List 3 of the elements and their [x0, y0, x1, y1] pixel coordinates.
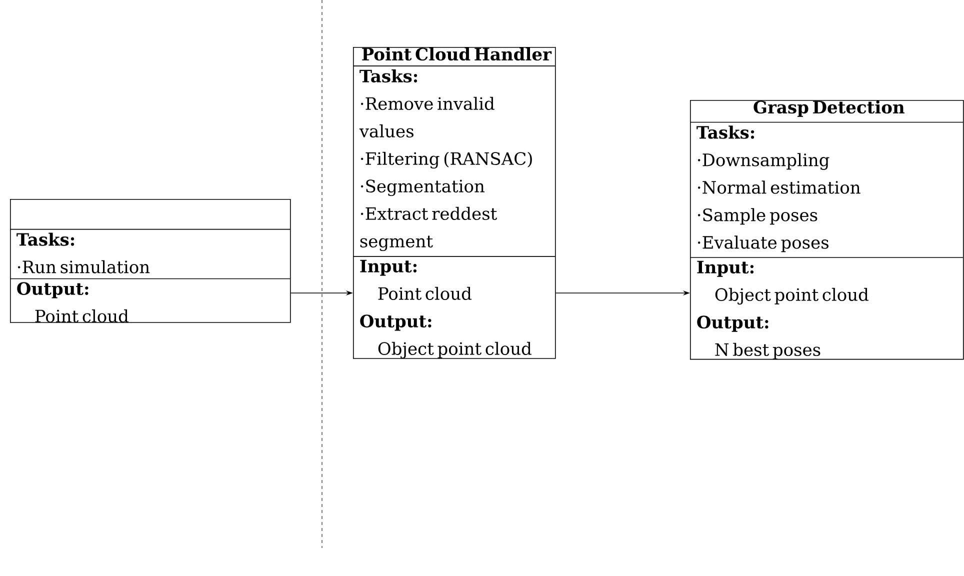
- process-box: Tasks: ·Run simulation Output: Point cloud: [10, 199, 291, 323]
- process-box: Point Cloud Handler Tasks: ·Remove invalid values ·Filtering (RANSAC) ·Segmentation ·Extract reddest segment Input: Point cloud Output: Object point cloud: [353, 47, 556, 359]
- process-box: Grasp Detection Tasks: ·Downsampling ·Normal estimation ·Sample poses ·Evaluate poses Input: Object point cloud Output: N best poses: [690, 100, 964, 360]
